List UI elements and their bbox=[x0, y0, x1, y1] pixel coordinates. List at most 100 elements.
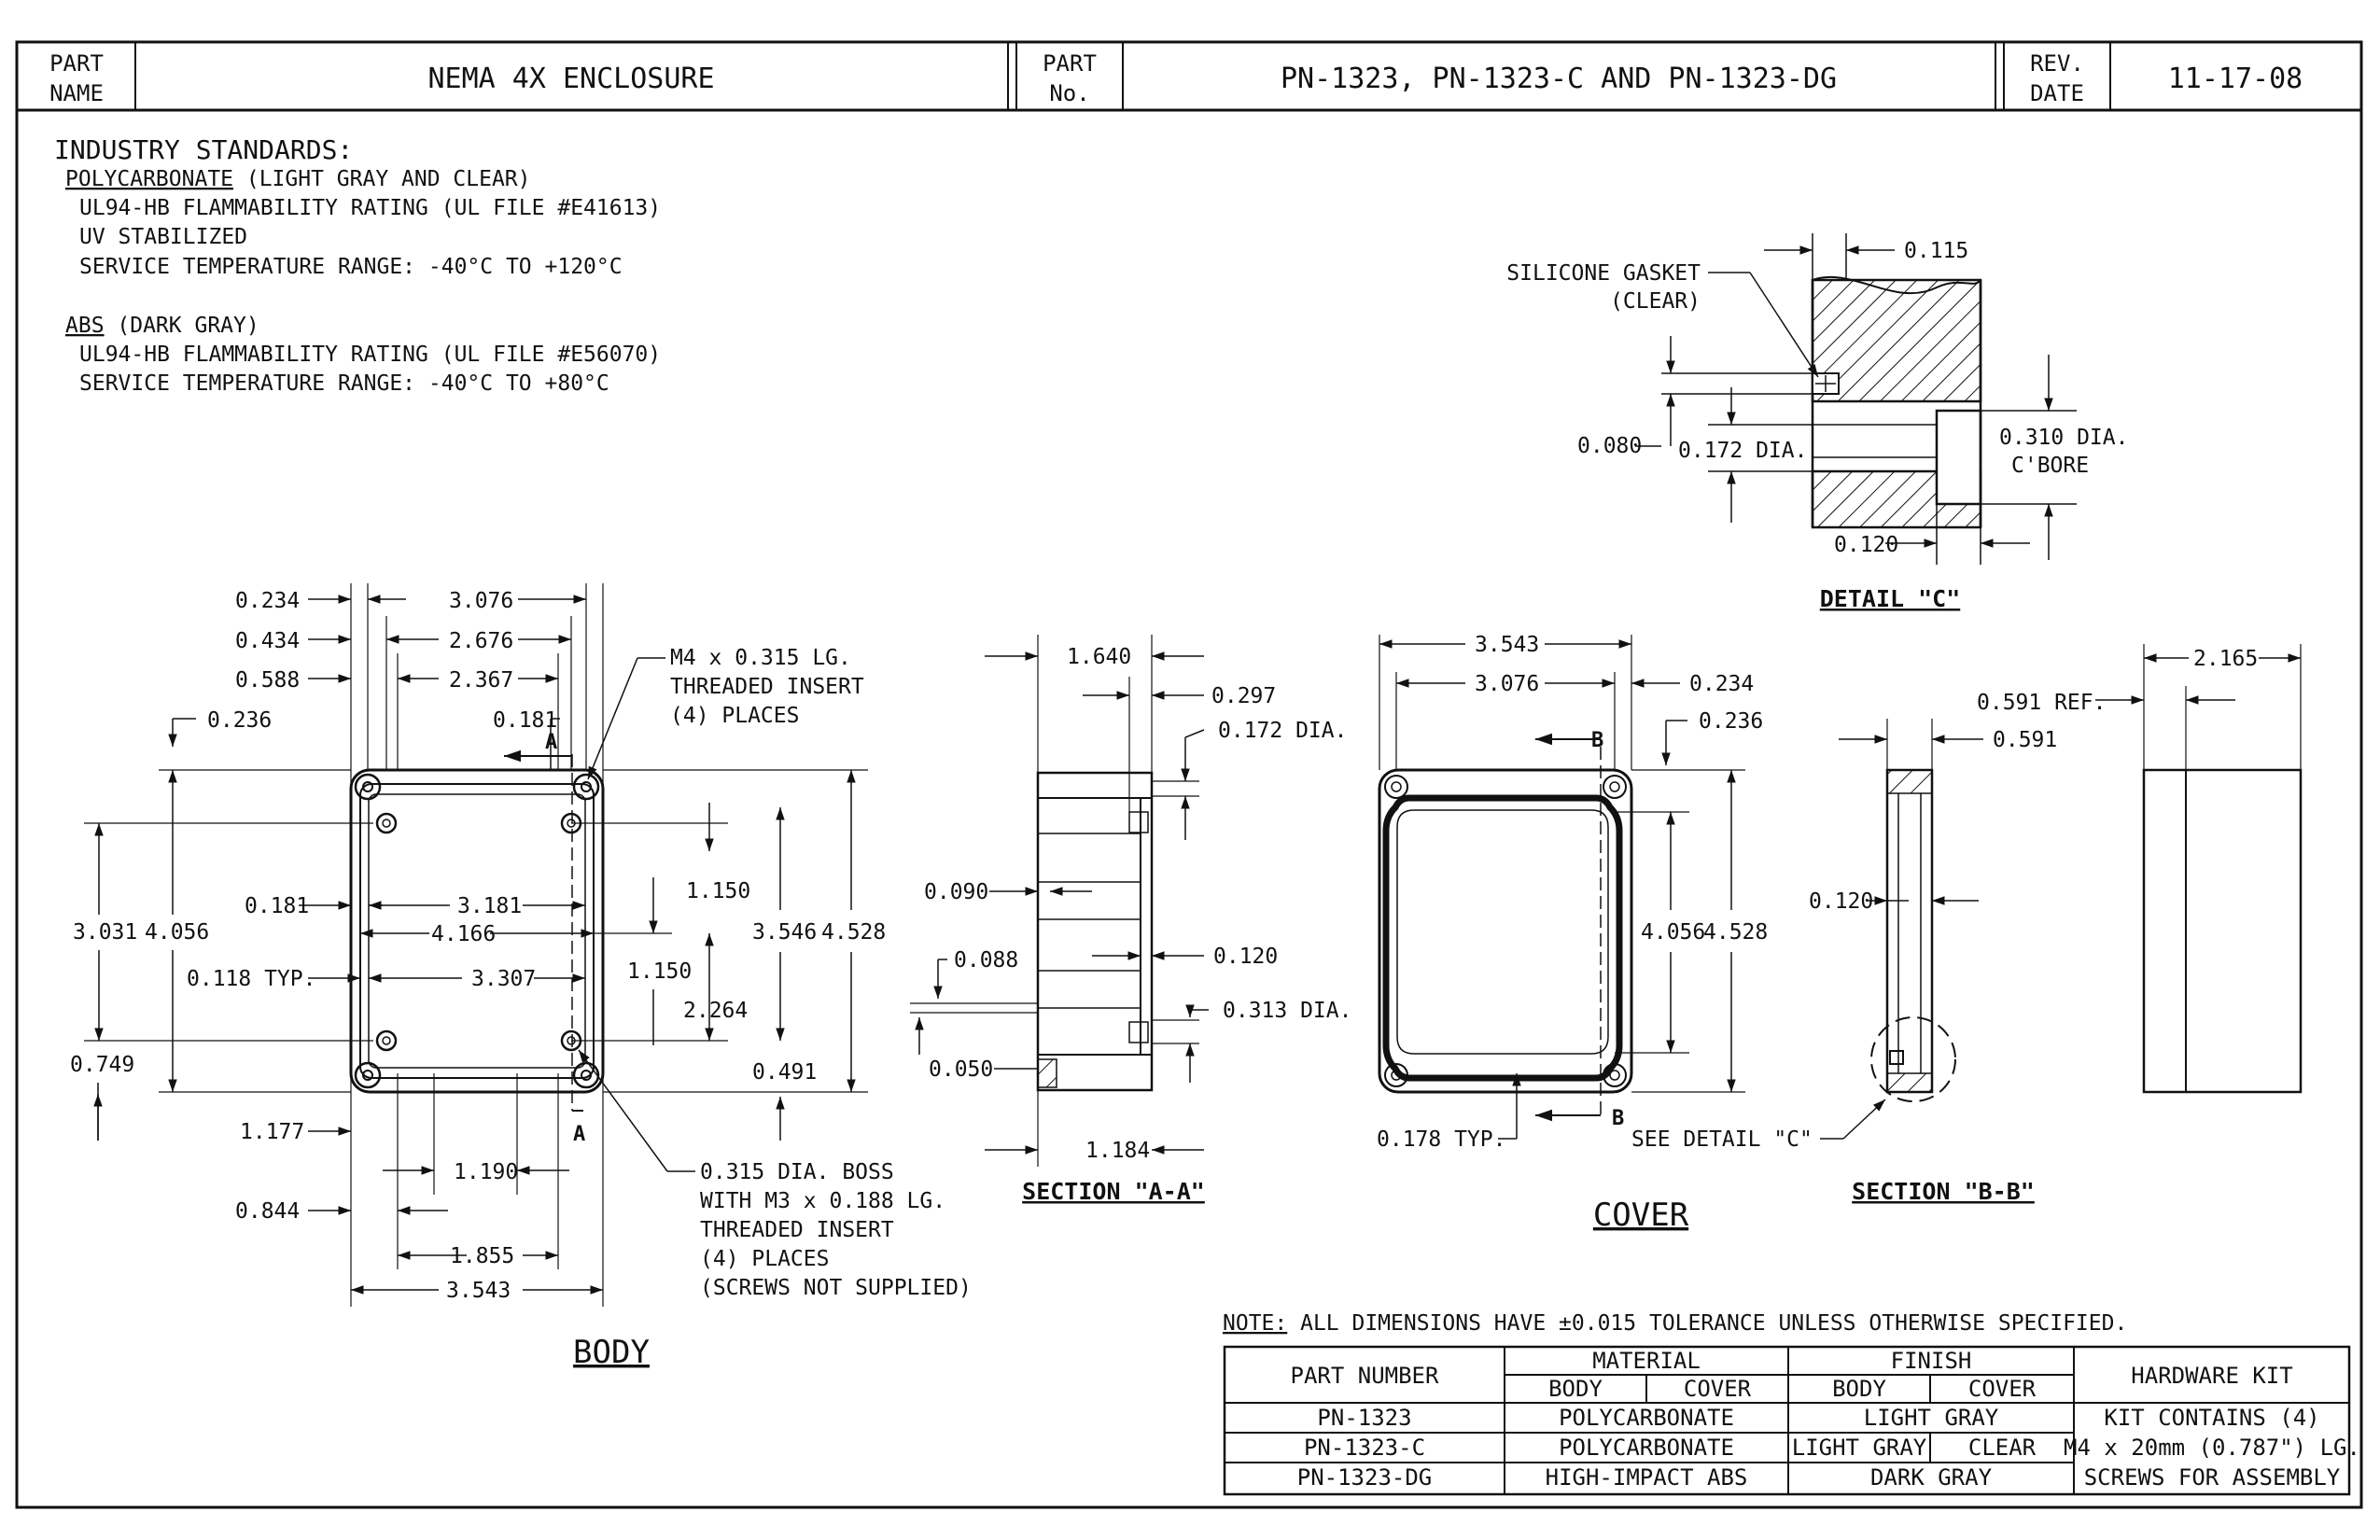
part-no-label-2: No. bbox=[1049, 80, 1089, 106]
body-dim-4056: 4.056 bbox=[145, 920, 209, 945]
body-corner-screw-tl bbox=[354, 773, 382, 801]
polycarbonate-title: POLYCARBONATE bbox=[65, 167, 233, 191]
drawing-frame bbox=[15, 40, 2363, 1509]
section-aa-dim-0088: 0.088 bbox=[954, 948, 1018, 973]
section-aa: 1.640 0.297 0.172 DIA. 0.090 0.088 0.050… bbox=[910, 635, 1351, 1205]
detail-c-title: DETAIL "C" bbox=[1820, 585, 1961, 612]
cover-dim-3543: 3.543 bbox=[1475, 633, 1539, 657]
detail-c-dim-0310: 0.310 DIA. bbox=[1999, 426, 2128, 450]
body-dim-3181: 3.181 bbox=[457, 894, 522, 918]
body-boss-note-5: (SCREWS NOT SUPPLIED) bbox=[700, 1276, 972, 1300]
body-insert-note-3: (4) PLACES bbox=[670, 704, 799, 728]
section-bb-dim-0591: 0.591 bbox=[1993, 728, 2057, 752]
table-row: PN-1323 POLYCARBONATE LIGHT GRAY KIT CON… bbox=[1317, 1405, 2319, 1431]
cover-screw-br bbox=[1603, 1063, 1627, 1087]
body-insert-note-2: THREADED INSERT bbox=[670, 675, 864, 699]
cover-screw-tl bbox=[1384, 775, 1408, 799]
rev-label-1: REV. bbox=[2030, 50, 2084, 77]
polycarbonate-line: POLYCARBONATE (LIGHT GRAY AND CLEAR) bbox=[65, 167, 531, 191]
section-bb: 0.591 0.591 REF. 0.120 SECTION "B-B" bbox=[1809, 691, 2106, 1205]
cover-dim-0236: 0.236 bbox=[1699, 709, 1763, 734]
th-material: MATERIAL bbox=[1592, 1348, 1701, 1374]
note-line: NOTE: ALL DIMENSIONS HAVE ±0.015 TOLERAN… bbox=[1223, 1311, 2127, 1336]
detail-c: 0.115 SILICONE GASKET (CLEAR) 0.080 0.17… bbox=[1506, 233, 2128, 612]
section-aa-title: SECTION "A-A" bbox=[1022, 1178, 1205, 1205]
cell-finish-body: LIGHT GRAY bbox=[1792, 1435, 1927, 1461]
body-dim-0118typ: 0.118 TYP. bbox=[187, 967, 315, 991]
cover-view: 3.543 3.076 0.234 0.236 B 4.056 4.528 0.… bbox=[1377, 633, 1886, 1234]
body-title: BODY bbox=[573, 1334, 650, 1371]
abs-line: ABS (DARK GRAY) bbox=[65, 314, 259, 338]
body-dim-0181-top: 0.181 bbox=[493, 708, 557, 733]
cell-part: PN-1323-DG bbox=[1297, 1464, 1433, 1491]
section-bb-dim-0591ref: 0.591 REF. bbox=[1977, 691, 2106, 715]
abs-title: ABS bbox=[65, 314, 105, 338]
side-view: 2.165 bbox=[2095, 644, 2303, 1094]
body-dim-0236: 0.236 bbox=[207, 708, 272, 733]
cell-finish: DARK GRAY bbox=[1870, 1464, 1993, 1491]
cell-hardware: M4 x 20mm (0.787") LG. bbox=[2064, 1435, 2360, 1461]
body-dim-1177: 1.177 bbox=[240, 1120, 304, 1144]
section-marker-b-bottom: B bbox=[1612, 1107, 1624, 1130]
section-aa-outline bbox=[1036, 771, 1154, 1092]
note-label: NOTE: bbox=[1223, 1311, 1287, 1336]
cell-finish: LIGHT GRAY bbox=[1864, 1405, 1999, 1431]
table-row: PN-1323-C POLYCARBONATE LIGHT GRAY CLEAR… bbox=[1304, 1435, 2360, 1461]
section-aa-dim-0050: 0.050 bbox=[929, 1057, 993, 1082]
cover-outline bbox=[1378, 768, 1633, 1094]
cell-material: POLYCARBONATE bbox=[1559, 1405, 1734, 1431]
body-dim-4166: 4.166 bbox=[431, 922, 496, 946]
parts-table: PART NUMBER MATERIAL BODY COVER FINISH B… bbox=[1223, 1345, 2360, 1496]
body-dim-3076: 3.076 bbox=[449, 589, 513, 613]
cell-hardware: SCREWS FOR ASSEMBLY bbox=[2084, 1464, 2341, 1491]
cell-material: HIGH-IMPACT ABS bbox=[1546, 1464, 1748, 1491]
detail-c-dim-cbore: C'BORE bbox=[2011, 454, 2089, 478]
th-hardware-kit: HARDWARE KIT bbox=[2131, 1363, 2292, 1389]
cell-hardware: KIT CONTAINS (4) bbox=[2104, 1405, 2319, 1431]
th-finish-body: BODY bbox=[1832, 1376, 1886, 1402]
abs-line-1: UL94-HB FLAMMABILITY RATING (UL FILE #E5… bbox=[79, 343, 661, 367]
section-bb-dim-0120: 0.120 bbox=[1809, 889, 1873, 914]
detail-c-dim-0172: 0.172 DIA. bbox=[1678, 439, 1807, 463]
detail-c-gasket-1: SILICONE GASKET bbox=[1506, 261, 1701, 286]
th-material-body: BODY bbox=[1548, 1376, 1603, 1402]
polycarbonate-line-2: UV STABILIZED bbox=[79, 225, 247, 249]
body-dim-0234: 0.234 bbox=[235, 589, 300, 613]
detail-c-dim-0080: 0.080 bbox=[1577, 434, 1642, 458]
body-dim-3307: 3.307 bbox=[471, 967, 536, 991]
body-dim-0491: 0.491 bbox=[752, 1060, 817, 1085]
cover-dim-0178typ: 0.178 TYP. bbox=[1377, 1127, 1505, 1152]
body-dim-0749: 0.749 bbox=[70, 1053, 134, 1077]
body-corner-screw-tr bbox=[572, 773, 600, 801]
cover-dim-0234: 0.234 bbox=[1689, 672, 1754, 696]
body-dim-0588: 0.588 bbox=[235, 668, 300, 693]
body-dim-1150-a: 1.150 bbox=[686, 879, 750, 903]
section-marker-a-bottom: A bbox=[573, 1123, 585, 1146]
body-dim-4528: 4.528 bbox=[821, 920, 886, 945]
polycarbonate-note: (LIGHT GRAY AND CLEAR) bbox=[233, 167, 531, 191]
body-dim-1190: 1.190 bbox=[454, 1160, 518, 1184]
body-boss-note-1: 0.315 DIA. BOSS bbox=[700, 1160, 894, 1184]
body-dim-3031: 3.031 bbox=[73, 920, 137, 945]
body-dim-2264: 2.264 bbox=[683, 999, 748, 1023]
cover-dim-3076: 3.076 bbox=[1475, 672, 1539, 696]
body-dim-3543: 3.543 bbox=[446, 1279, 511, 1303]
cover-dim-4056: 4.056 bbox=[1641, 920, 1705, 945]
cell-part: PN-1323-C bbox=[1304, 1435, 1425, 1461]
detail-c-cbore bbox=[1935, 409, 1982, 506]
part-no-value: PN-1323, PN-1323-C AND PN-1323-DG bbox=[1281, 63, 1837, 95]
th-material-cover: COVER bbox=[1684, 1376, 1752, 1402]
body-dim-0844: 0.844 bbox=[235, 1199, 300, 1224]
body-view: 0.234 3.076 0.434 2.676 0.588 2.367 0.23… bbox=[70, 583, 972, 1371]
body-dim-1855: 1.855 bbox=[450, 1244, 514, 1268]
body-corner-screw-br bbox=[572, 1061, 600, 1089]
side-view-outline bbox=[2142, 768, 2303, 1094]
body-corner-screw-bl bbox=[354, 1061, 382, 1089]
note-text: ALL DIMENSIONS HAVE ±0.015 TOLERANCE UNL… bbox=[1287, 1311, 2127, 1336]
section-aa-dim-0172: 0.172 DIA. bbox=[1218, 719, 1347, 743]
section-aa-dim-0297: 0.297 bbox=[1211, 684, 1276, 708]
cover-screw-bl bbox=[1384, 1063, 1408, 1087]
rev-date-value: 11-17-08 bbox=[2168, 63, 2303, 95]
body-dim-0181-mid: 0.181 bbox=[245, 894, 309, 918]
